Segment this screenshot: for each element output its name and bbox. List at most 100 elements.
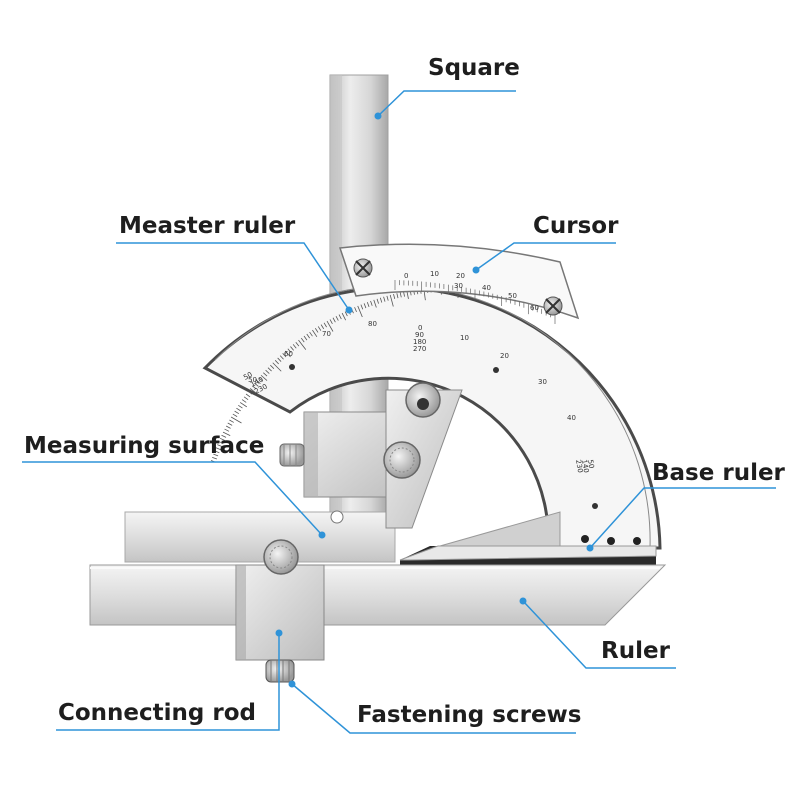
scale-label: 70: [322, 330, 331, 338]
base-ruler-rivet: [633, 537, 641, 545]
scale-tick: [338, 314, 342, 320]
scale-tick: [267, 367, 272, 372]
scale-tick: [376, 298, 379, 304]
sector-rivet: [493, 367, 499, 373]
label-fastening-screws: Fastening screws: [357, 702, 582, 728]
scale-tick: [251, 385, 257, 390]
scale-tick: [396, 293, 399, 299]
base-ruler-rivet: [581, 535, 589, 543]
scale-tick: [239, 402, 248, 408]
label-measuring-surface: Measuring surface: [24, 433, 265, 459]
scale-tick: [306, 333, 311, 339]
sector-rivet: [592, 503, 598, 509]
knurled-knob-ruler: [263, 539, 299, 575]
scale-label: 270: [413, 345, 426, 353]
base-ruler-rivet: [607, 537, 615, 545]
scale-tick: [344, 311, 348, 317]
base-plate: [124, 511, 396, 563]
scale-tick: [295, 341, 300, 347]
vernier-label: 30: [454, 282, 463, 290]
scale-tick: [277, 357, 282, 362]
scale-tick: [247, 390, 253, 395]
scale-tick: [245, 393, 251, 398]
scale-tick: [234, 410, 240, 415]
scale-tick: [386, 295, 389, 301]
scale-tick: [217, 444, 223, 447]
scale-tick: [227, 422, 233, 426]
pivot-hole: [330, 510, 344, 524]
scale-tick: [357, 305, 363, 318]
scale-tick: [263, 372, 268, 377]
scale-tick: [265, 369, 270, 374]
knurled-knob-cursor: [405, 382, 441, 418]
vernier-label: 50: [508, 292, 517, 300]
scale-tick: [243, 396, 249, 401]
label-square: Square: [428, 55, 520, 81]
scale-label: 0: [418, 324, 422, 332]
cursor-screw-right: [543, 296, 563, 316]
scale-tick: [236, 407, 241, 412]
scale-tick: [249, 388, 260, 397]
vernier-label: 20: [456, 272, 465, 280]
scale-tick: [335, 315, 339, 321]
scale-tick: [272, 362, 282, 372]
scale-tick: [290, 346, 294, 351]
label-master-ruler: Measter ruler: [119, 213, 296, 239]
knurled-knob-side: [279, 443, 305, 467]
scale-tick: [224, 428, 230, 432]
scale-tick: [218, 441, 224, 444]
label-connecting-rod: Connecting rod: [58, 700, 256, 726]
scale-tick: [282, 353, 287, 358]
scale-tick: [393, 293, 396, 300]
label-base-ruler: Base ruler: [652, 460, 785, 486]
scale-tick: [323, 322, 327, 328]
leader-endpoints: [275, 112, 594, 688]
scale-tick: [260, 374, 268, 381]
scale-label: 80: [368, 320, 377, 328]
base-ruler: [399, 511, 657, 566]
scale-label: 20: [500, 352, 509, 360]
scale-tick: [399, 292, 402, 298]
knurled-knob-clamp: [383, 441, 421, 479]
scale-tick: [373, 299, 377, 308]
leader-ruler: [522, 600, 676, 669]
scale-tick: [406, 290, 409, 299]
scale-tick: [332, 317, 336, 323]
vernier-label: 60: [530, 304, 539, 312]
vernier-label: 10: [430, 270, 439, 278]
scale-tick: [213, 453, 219, 457]
scale-tick: [219, 437, 225, 441]
scale-tick: [389, 294, 394, 307]
scale-tick: [274, 360, 279, 365]
scale-label: 10: [460, 334, 469, 342]
scale-tick: [279, 355, 284, 360]
sector-rivet: [289, 364, 295, 370]
scale-tick: [317, 326, 322, 331]
scale-tick: [383, 296, 386, 302]
scale-tick: [309, 331, 313, 337]
cursor-screw-left: [353, 258, 373, 278]
scale-tick: [221, 434, 227, 438]
scale-label: 230: [574, 459, 584, 474]
leader-lines: [22, 90, 776, 734]
vernier-label: 0: [404, 272, 408, 280]
leader-square: [377, 90, 516, 117]
leader-measuring-surface: [22, 461, 323, 536]
scale-tick: [314, 328, 319, 333]
scale-tick: [379, 297, 383, 303]
scale-tick: [326, 320, 334, 332]
scale-tick: [241, 399, 247, 403]
scale-tick: [258, 377, 263, 382]
connecting-rod-block: [235, 564, 325, 661]
scale-tick: [292, 344, 297, 349]
leader-cursor: [475, 242, 616, 271]
scale-label: 50: [248, 376, 257, 384]
scale-label: 180: [413, 338, 426, 346]
leader-master-ruler: [116, 242, 350, 311]
scale-tick: [403, 291, 405, 297]
scale-tick: [360, 304, 364, 310]
scale-label: 60: [284, 350, 293, 358]
scale-tick: [232, 413, 238, 417]
scale-tick: [256, 380, 261, 384]
ruler-bar: [89, 564, 667, 626]
